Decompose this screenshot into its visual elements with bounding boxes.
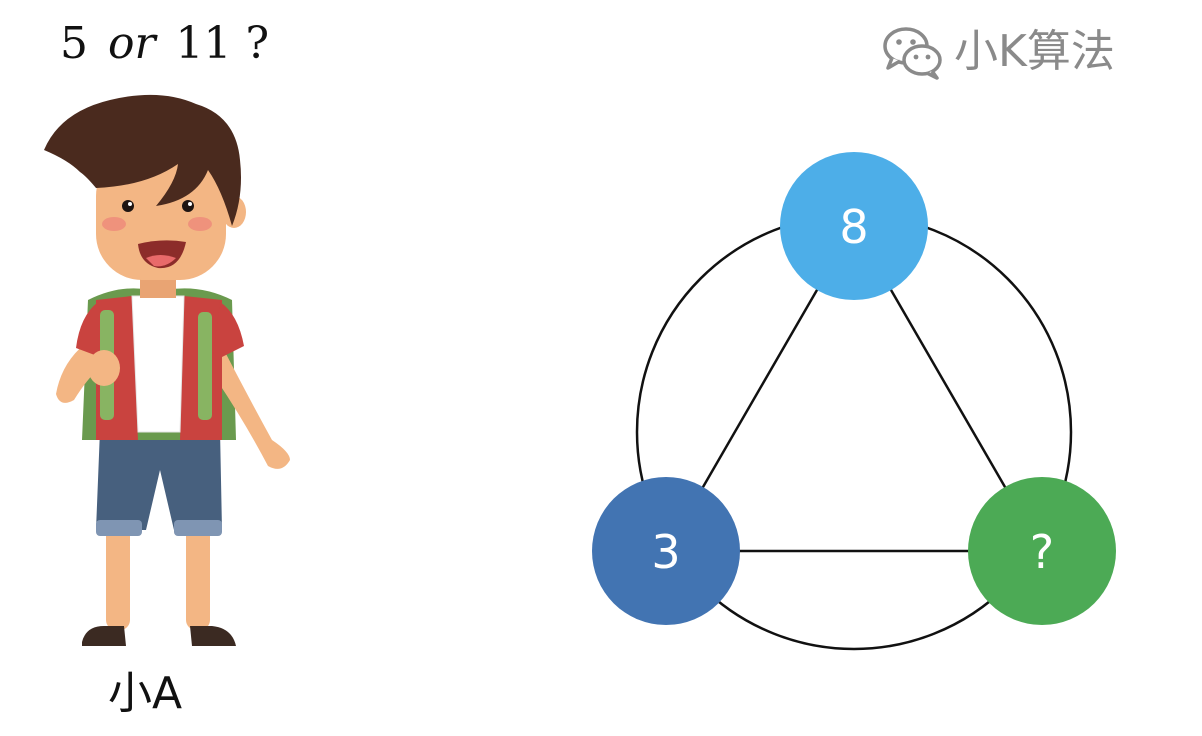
watermark: 小K算法 xyxy=(882,22,1115,82)
question-text: 5 or 11 ? xyxy=(60,22,269,66)
character-illustration xyxy=(44,94,290,646)
node-right: ? xyxy=(968,477,1116,625)
node-left: 3 xyxy=(592,477,740,625)
question-number-1: 5 xyxy=(60,18,88,69)
question-mark: ? xyxy=(245,18,270,69)
question-number-2: 11 xyxy=(175,18,232,69)
node-right-label: ? xyxy=(1030,525,1054,579)
question-or: or xyxy=(108,18,156,69)
node-left-label: 3 xyxy=(651,525,680,579)
node-top: 8 xyxy=(780,152,928,300)
triangle-diagram: 8 3 ? xyxy=(592,152,1116,651)
character-label: 小A xyxy=(108,668,183,719)
node-top-label: 8 xyxy=(839,200,868,254)
watermark-text: 小K算法 xyxy=(954,26,1115,77)
wechat-icon xyxy=(883,27,942,80)
